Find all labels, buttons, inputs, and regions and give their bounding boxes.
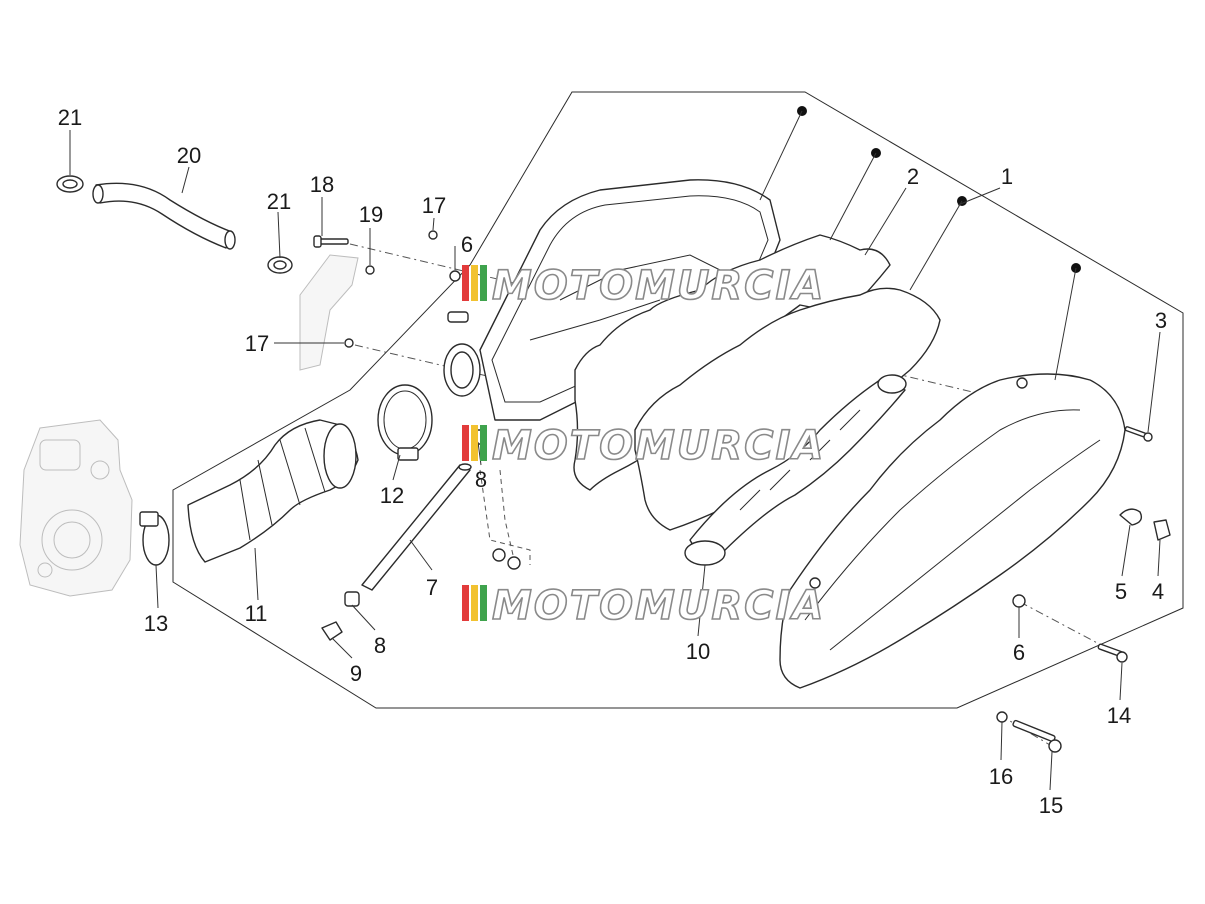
nut-17-lower xyxy=(344,338,354,348)
callout-15: 15 xyxy=(1039,793,1063,818)
callout-2: 2 xyxy=(907,164,919,189)
nut-6-upper xyxy=(449,270,461,282)
callout-16: 16 xyxy=(989,764,1013,789)
watermark-top: MOTOMURCIA xyxy=(462,262,825,310)
callout-21-lower: 21 xyxy=(267,189,291,214)
washer-16 xyxy=(996,711,1008,723)
callout-1: 1 xyxy=(1001,164,1013,189)
callout-4: 4 xyxy=(1152,579,1164,604)
callout-12: 12 xyxy=(380,483,404,508)
callout-7: 7 xyxy=(426,575,438,600)
callout-18: 18 xyxy=(310,172,334,197)
intake-manifold xyxy=(187,419,359,563)
callout-20: 20 xyxy=(177,143,201,168)
callout-9: 9 xyxy=(350,661,362,686)
callout-6-upper: 6 xyxy=(461,232,473,257)
cover-gasket xyxy=(634,287,941,531)
drain-tube xyxy=(361,463,472,591)
screw-3 xyxy=(1124,426,1153,442)
callout-10: 10 xyxy=(686,639,710,664)
screw-14 xyxy=(1097,643,1128,663)
axis-line-4 xyxy=(999,714,1051,746)
clip-5 xyxy=(1119,508,1143,526)
screw-18 xyxy=(313,235,349,248)
callout-13: 13 xyxy=(144,611,168,636)
watermark-stripe-green xyxy=(480,265,487,301)
intake-duct xyxy=(684,374,907,566)
callout-5: 5 xyxy=(1115,579,1127,604)
watermark-stripe-green xyxy=(480,425,487,461)
watermark-stripe-yellow xyxy=(471,585,478,621)
air-filter-housing xyxy=(443,179,781,421)
callout-3: 3 xyxy=(1155,308,1167,333)
screw-15 xyxy=(1012,719,1062,753)
clamp-13 xyxy=(139,511,170,566)
watermark-stripe-yellow xyxy=(471,425,478,461)
watermark-stripe-green xyxy=(480,585,487,621)
grommet-leader-a xyxy=(479,469,531,565)
breather-hose xyxy=(92,182,236,250)
mounting-bracket xyxy=(299,254,359,371)
nut-4 xyxy=(1153,519,1171,541)
callout-21-upper: 21 xyxy=(58,105,82,130)
washer-19 xyxy=(365,265,375,275)
watermark-stripe-red xyxy=(462,425,469,461)
callout-8-lower: 8 xyxy=(374,633,386,658)
callout-17-upper: 17 xyxy=(422,193,446,218)
throttle-body xyxy=(19,419,133,597)
grommet-right xyxy=(507,556,521,570)
assembly-boundary xyxy=(172,91,1184,709)
watermark-middle: MOTOMURCIA xyxy=(462,422,825,470)
watermark-bottom: MOTOMURCIA xyxy=(462,582,825,630)
hose-clamp-lower xyxy=(267,256,293,274)
air-filter-cover xyxy=(779,373,1126,689)
callout-6-lower: 6 xyxy=(1013,640,1025,665)
watermark-text: MOTOMURCIA xyxy=(492,263,825,309)
leader-lines xyxy=(69,110,1161,791)
hose-clamp-upper xyxy=(56,175,84,193)
cap-9 xyxy=(321,621,343,641)
watermark-text: MOTOMURCIA xyxy=(492,423,825,469)
watermark-stripe-yellow xyxy=(471,265,478,301)
nut-17-upper xyxy=(428,230,438,240)
callout-19: 19 xyxy=(359,202,383,227)
callout-17-lower: 17 xyxy=(245,331,269,356)
watermark-stripe-red xyxy=(462,265,469,301)
grommet-leader-b xyxy=(499,469,514,556)
watermark-stripe-red xyxy=(462,585,469,621)
washer-6-lower xyxy=(1012,594,1026,608)
callout-8-upper: 8 xyxy=(475,467,487,492)
grommet-left xyxy=(492,548,506,562)
callout-11: 11 xyxy=(245,601,268,626)
clamp-12 xyxy=(377,384,433,461)
fitting-8-lower xyxy=(344,591,360,607)
callout-14: 14 xyxy=(1107,703,1131,728)
watermark-text: MOTOMURCIA xyxy=(492,583,825,629)
